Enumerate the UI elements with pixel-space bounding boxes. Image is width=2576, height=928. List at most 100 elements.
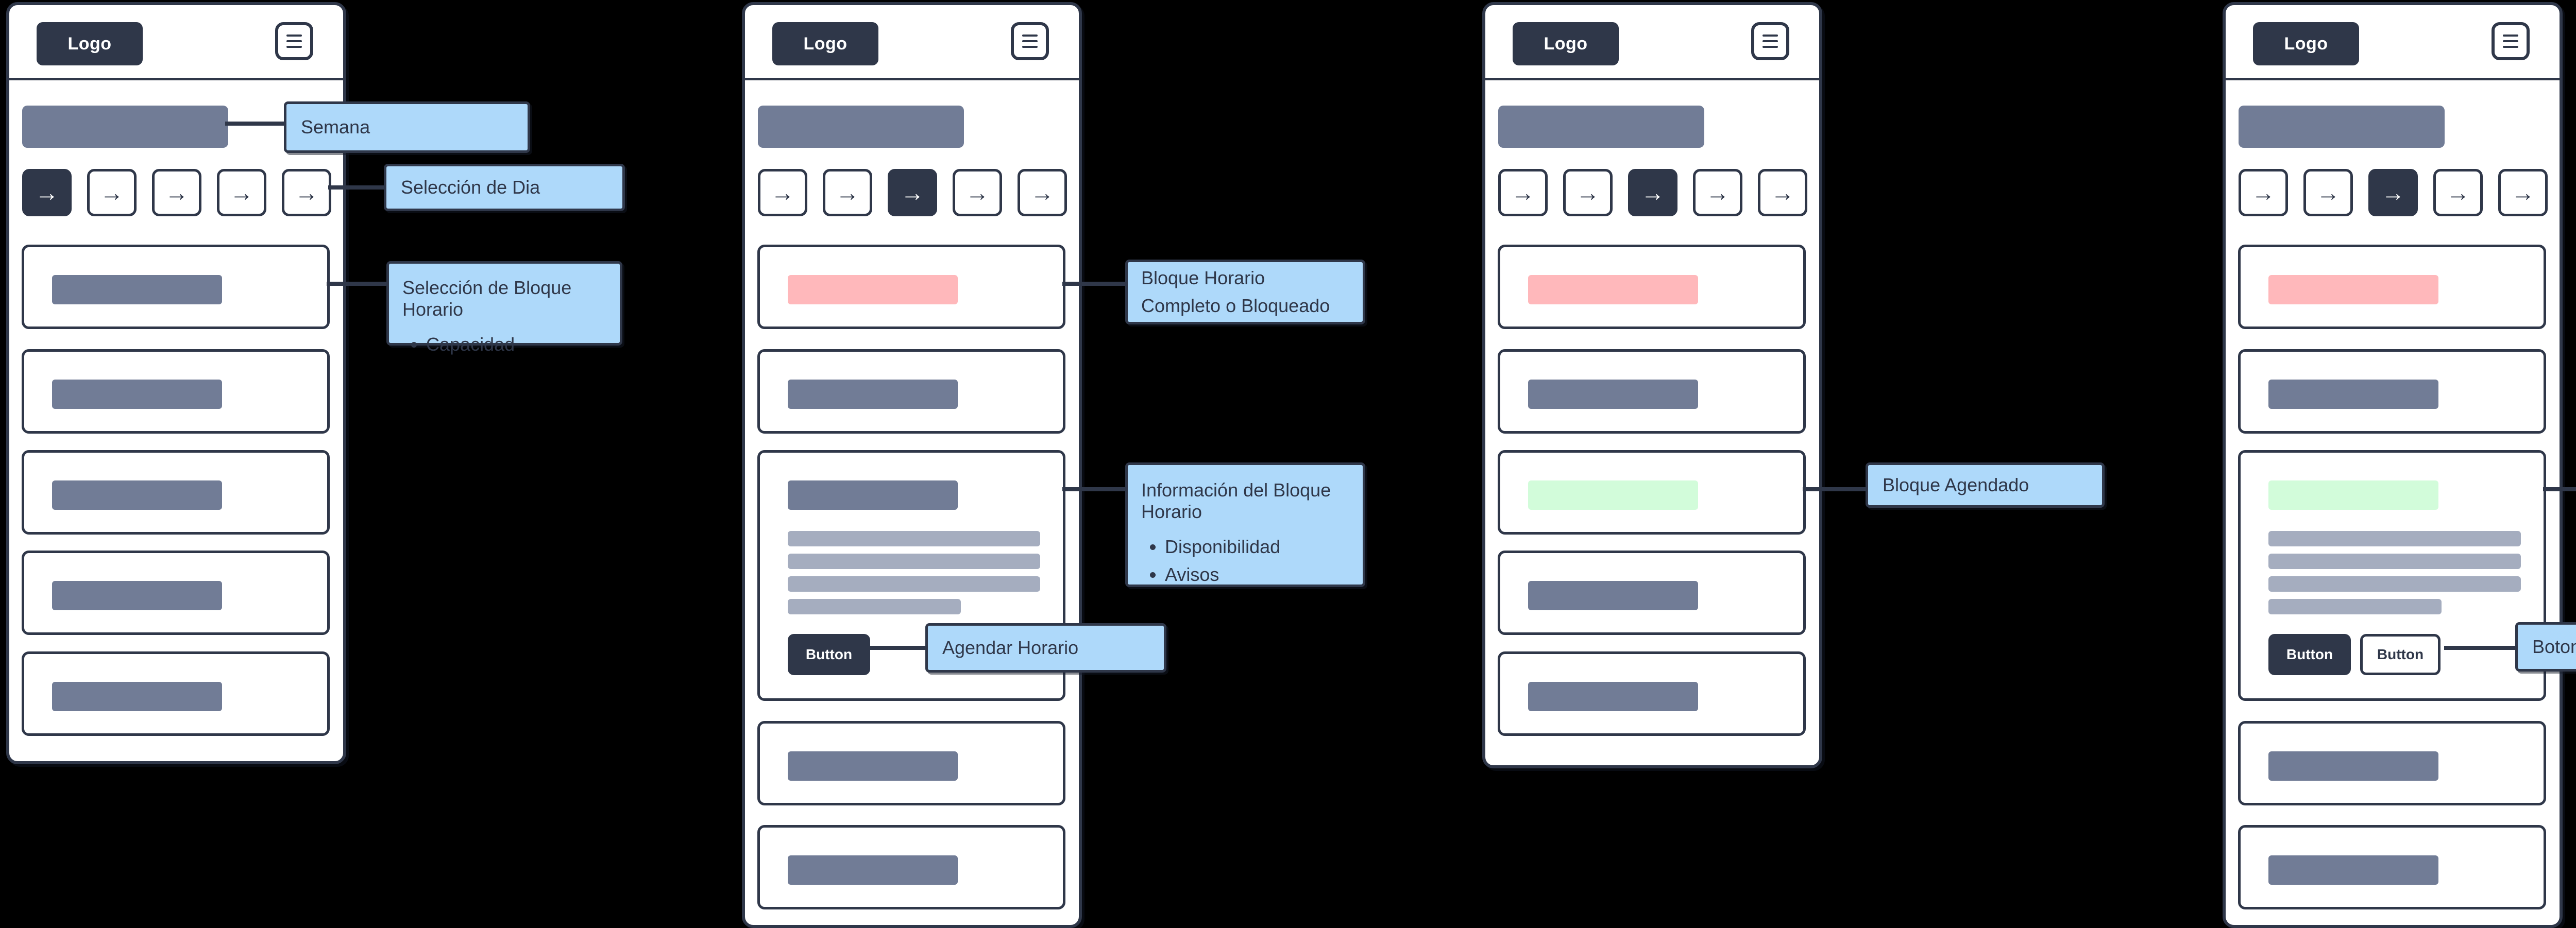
- connector-line: [225, 122, 286, 126]
- schedule-button[interactable]: Button: [788, 634, 870, 675]
- time-block-label-bar: [2268, 380, 2438, 409]
- day-arrow-button[interactable]: →: [758, 169, 807, 216]
- day-arrow-button[interactable]: →: [2239, 169, 2288, 216]
- time-block-card[interactable]: [22, 651, 330, 736]
- app-header: Logo: [2226, 5, 2560, 80]
- time-block-card[interactable]: [2238, 349, 2546, 434]
- day-arrow-button[interactable]: →: [152, 169, 201, 216]
- logo-button[interactable]: Logo: [1513, 22, 1619, 65]
- arrow-right-icon: →: [295, 179, 318, 206]
- day-arrow-button-selected[interactable]: →: [2368, 169, 2418, 216]
- cancel-button-primary[interactable]: Button: [2268, 634, 2351, 675]
- text-line: [2268, 576, 2521, 592]
- text-line: [2268, 599, 2442, 614]
- arrow-right-icon: →: [230, 179, 253, 206]
- annotation-botones-cancelar: Botones Cancelar: [2515, 622, 2576, 672]
- blocked-block-label-bar: [788, 275, 958, 304]
- day-arrow-button[interactable]: →: [2433, 169, 2483, 216]
- scheduled-time-block-card[interactable]: [1498, 450, 1806, 535]
- arrow-right-icon: →: [100, 179, 124, 206]
- time-block-card[interactable]: [757, 825, 1065, 909]
- day-arrow-button-selected[interactable]: →: [1628, 169, 1677, 216]
- day-arrow-button[interactable]: →: [1693, 169, 1742, 216]
- day-selector-row: → → → → →: [758, 169, 1067, 216]
- arrow-right-icon: →: [1511, 179, 1535, 206]
- arrow-right-icon: →: [1030, 179, 1054, 206]
- scheduled-block-title-bar: [2268, 480, 2438, 510]
- day-arrow-button[interactable]: →: [87, 169, 137, 216]
- day-arrow-button[interactable]: →: [1498, 169, 1548, 216]
- day-arrow-button-selected[interactable]: →: [888, 169, 937, 216]
- connector-line: [865, 646, 927, 650]
- time-block-card[interactable]: [22, 349, 330, 434]
- text-line: [788, 554, 1040, 569]
- day-arrow-button[interactable]: →: [2498, 169, 2548, 216]
- hamburger-icon: [1762, 35, 1778, 37]
- annotation-semana: Semana: [284, 101, 530, 153]
- text-line: [788, 576, 1040, 592]
- annotation-bullet: Capacidad: [426, 334, 606, 355]
- time-block-card[interactable]: [1498, 551, 1806, 635]
- arrow-right-icon: →: [1641, 179, 1665, 206]
- day-arrow-button[interactable]: →: [1758, 169, 1807, 216]
- logo-button[interactable]: Logo: [37, 22, 143, 65]
- phone-screen-block-info: Logo → → → → → Button: [742, 2, 1082, 928]
- arrow-right-icon: →: [771, 179, 794, 206]
- expanded-scheduled-info-card[interactable]: Button Button: [2238, 450, 2546, 701]
- menu-button[interactable]: [2492, 22, 2530, 60]
- connector-line: [328, 185, 386, 190]
- time-block-label-bar: [2268, 855, 2438, 885]
- time-block-card[interactable]: [2238, 825, 2546, 909]
- arrow-right-icon: →: [165, 179, 189, 206]
- connector-line: [1062, 487, 1127, 491]
- arrow-right-icon: →: [836, 179, 859, 206]
- phone-screen-scheduled-info: Logo → → → → → Button Button: [2223, 2, 2563, 928]
- menu-button[interactable]: [275, 22, 313, 60]
- day-arrow-button[interactable]: →: [1018, 169, 1067, 216]
- blocked-time-block-card[interactable]: [757, 245, 1065, 329]
- day-arrow-button[interactable]: →: [217, 169, 266, 216]
- day-arrow-button[interactable]: →: [823, 169, 872, 216]
- time-block-card[interactable]: [22, 245, 330, 329]
- time-block-label-bar: [1528, 682, 1698, 711]
- logo-button[interactable]: Logo: [2253, 22, 2359, 65]
- time-block-label-bar: [2268, 751, 2438, 781]
- day-arrow-button[interactable]: →: [282, 169, 331, 216]
- time-block-card[interactable]: [1498, 349, 1806, 434]
- week-selector-bar[interactable]: [2239, 106, 2445, 148]
- connector-line: [1803, 487, 1868, 491]
- week-selector-bar[interactable]: [22, 106, 228, 148]
- arrow-right-icon: →: [2446, 179, 2470, 206]
- annotation-seleccion-bloque: Selección de Bloque Horario Capacidad: [386, 261, 622, 355]
- menu-button[interactable]: [1751, 22, 1789, 60]
- week-selector-bar[interactable]: [758, 106, 964, 148]
- annotation-bullet: Disponibilidad: [1165, 536, 1349, 558]
- arrow-right-icon: →: [1771, 179, 1794, 206]
- time-block-card[interactable]: [22, 551, 330, 635]
- time-block-card[interactable]: [757, 349, 1065, 434]
- menu-button[interactable]: [1011, 22, 1049, 60]
- time-block-card[interactable]: [1498, 651, 1806, 736]
- time-block-card[interactable]: [757, 721, 1065, 805]
- time-block-card[interactable]: [2238, 721, 2546, 805]
- logo-button[interactable]: Logo: [772, 22, 878, 65]
- hamburger-icon: [1022, 35, 1038, 37]
- annotation-bullet: Avisos: [1165, 564, 1349, 586]
- connector-line: [1062, 282, 1127, 286]
- arrow-right-icon: →: [1576, 179, 1600, 206]
- cancel-button-secondary[interactable]: Button: [2360, 634, 2441, 675]
- blocked-time-block-card[interactable]: [1498, 245, 1806, 329]
- day-arrow-button-selected[interactable]: →: [22, 169, 72, 216]
- day-arrow-button[interactable]: →: [2303, 169, 2353, 216]
- week-selector-bar[interactable]: [1498, 106, 1704, 148]
- scheduled-block-label-bar: [1528, 480, 1698, 510]
- app-header: Logo: [9, 5, 343, 80]
- time-block-label-bar: [788, 751, 958, 781]
- day-arrow-button[interactable]: →: [953, 169, 1002, 216]
- time-block-label-bar: [1528, 380, 1698, 409]
- time-block-card[interactable]: [22, 450, 330, 535]
- blocked-time-block-card[interactable]: [2238, 245, 2546, 329]
- phone-screen-scheduled-block: Logo → → → → →: [1482, 2, 1822, 768]
- time-block-label-bar: [52, 581, 222, 610]
- day-arrow-button[interactable]: →: [1563, 169, 1613, 216]
